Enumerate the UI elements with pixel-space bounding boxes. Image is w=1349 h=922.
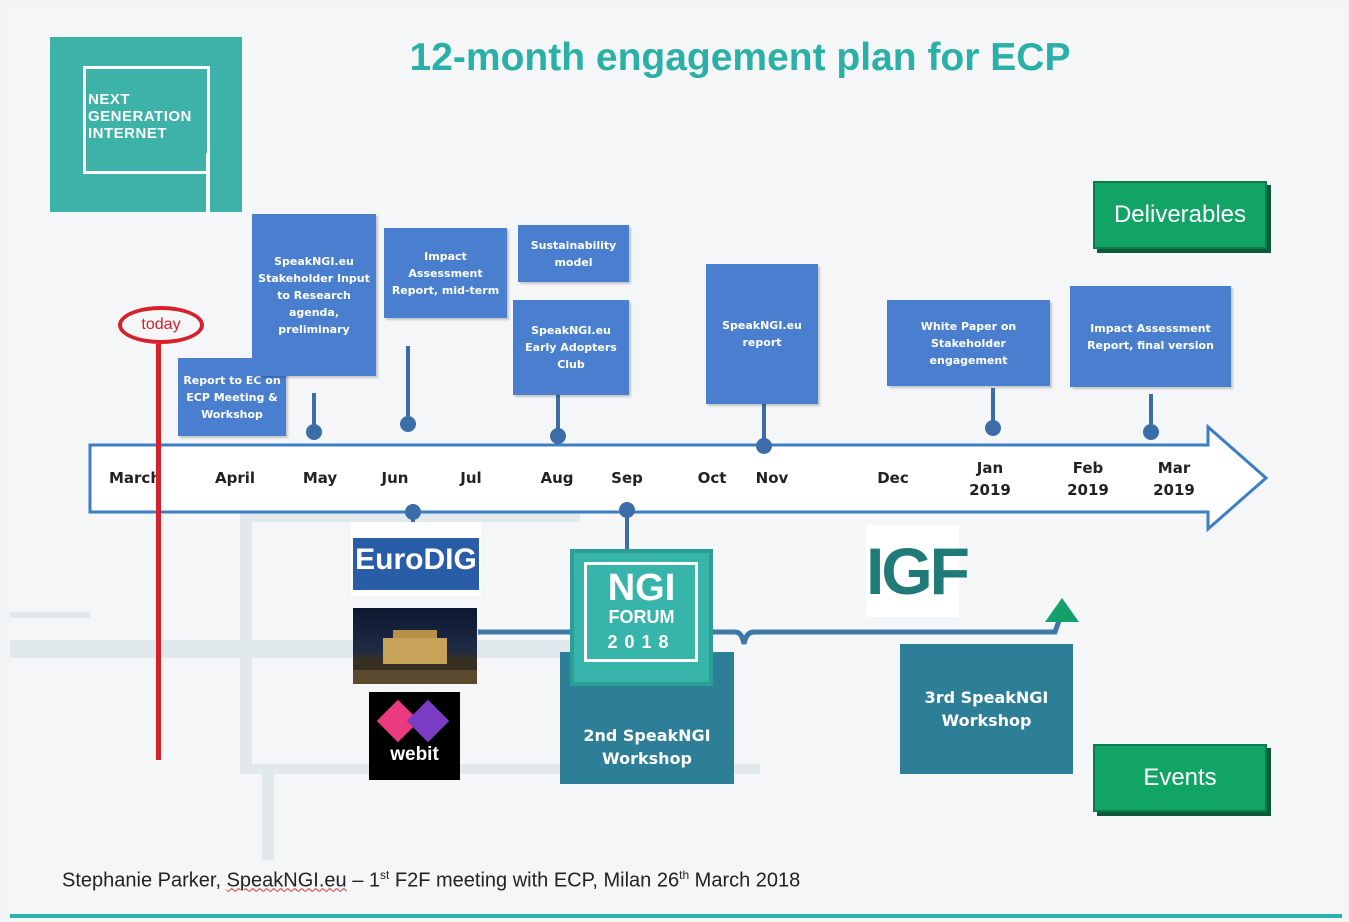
legend-events: Events — [1093, 744, 1267, 812]
deliverable-box: White Paper on Stakeholder engagement — [887, 300, 1050, 386]
webit-shape-purple — [406, 699, 450, 743]
deliverable-box: Impact Assessment Report, mid-term — [384, 228, 507, 318]
deliverable-box: Impact Assessment Report, final version — [1070, 286, 1231, 387]
month-label: Oct — [697, 469, 727, 487]
month-label: Aug — [540, 469, 574, 487]
timeline-arrow — [88, 423, 1269, 533]
photo-roof — [393, 630, 437, 640]
month-label: March — [108, 469, 162, 487]
month-label: April — [214, 469, 256, 487]
eurodig-text: EuroDIG — [353, 538, 479, 590]
venue-photo — [353, 608, 477, 684]
deliverable-box: SpeakNGI.eu report — [706, 264, 818, 404]
ngi-logo: NEXT GENERATION INTERNET — [50, 37, 242, 217]
today-line — [156, 344, 161, 760]
logo-bubble — [83, 66, 210, 174]
slide-title: 12-month engagement plan for ECP — [409, 36, 1071, 79]
bg-band-left — [10, 612, 90, 618]
month-label: Nov — [755, 469, 789, 487]
webit-text: webit — [390, 744, 439, 765]
ngi-forum-line2: FORUM — [608, 607, 675, 627]
footer-org: SpeakNGI.eu — [226, 869, 347, 892]
month-label: Jul — [460, 469, 482, 487]
ngi-forum-logo: NGI FORUM 2018 — [570, 549, 713, 686]
deliverable-connectors — [306, 346, 1159, 454]
bg-bubble-bottom — [240, 764, 760, 774]
ngi-forum-line3: 2018 — [607, 632, 676, 652]
logo-text: NEXT GENERATION INTERNET — [88, 91, 192, 142]
month-label: Sep — [611, 469, 643, 487]
photo-building — [383, 638, 447, 664]
legend-deliverables: Deliverables — [1093, 181, 1267, 249]
today-marker: today — [118, 306, 204, 344]
deliverable-box: Sustainability model — [518, 225, 629, 282]
ngi-forum-line1: NGI — [607, 567, 676, 609]
event-connectors — [405, 502, 635, 550]
logo-bubble-tail — [206, 153, 210, 217]
bg-bubble-left — [240, 512, 252, 774]
eurodig-logo: EuroDIG — [351, 522, 481, 596]
photo-reflection — [353, 670, 477, 684]
footer-text: Stephanie Parker, SpeakNGI.eu – 1st F2F … — [62, 868, 801, 892]
ngi-forum-frame — [584, 562, 698, 662]
webit-logo: webit — [369, 692, 460, 780]
month-label: May — [302, 469, 338, 487]
bottom-accent-line — [10, 914, 1342, 918]
month-label: Jun — [381, 469, 409, 487]
bg-bubble-tail — [262, 770, 274, 860]
event-path-arrowhead — [1045, 598, 1079, 622]
event-path-line — [478, 617, 1063, 645]
deliverable-box: SpeakNGI.eu Stakeholder Input to Researc… — [252, 214, 376, 376]
igf-logo: IGF — [866, 525, 970, 617]
month-label: Dec — [877, 469, 909, 487]
deliverable-box: SpeakNGI.eu Early Adopters Club — [513, 300, 629, 395]
